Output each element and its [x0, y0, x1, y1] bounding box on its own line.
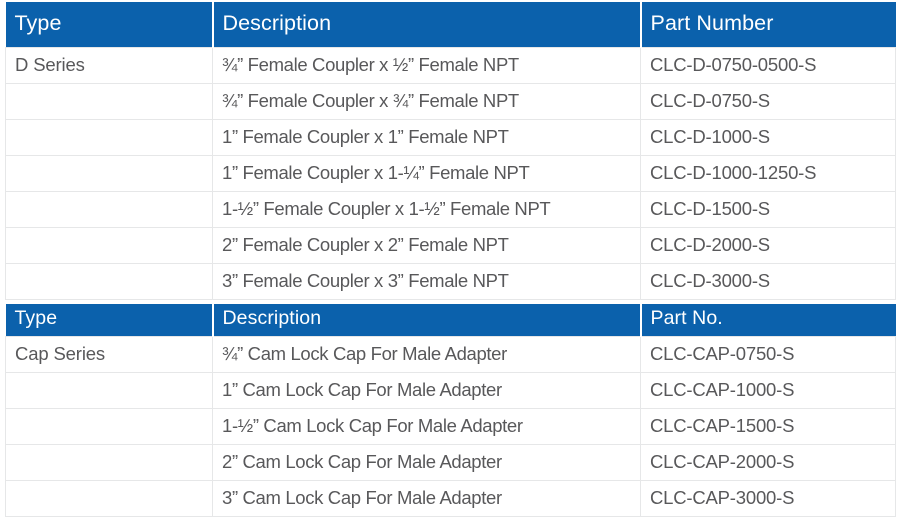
cell-description: 1” Female Coupler x 1-¼” Female NPT: [213, 155, 641, 191]
header-row: Type Description Part Number: [6, 2, 896, 47]
table-row: 2” Cam Lock Cap For Male Adapter CLC-CAP…: [6, 445, 896, 481]
table-row: 1” Female Coupler x 1-¼” Female NPT CLC-…: [6, 155, 896, 191]
table-row: ¾” Female Coupler x ¾” Female NPT CLC-D-…: [6, 83, 896, 119]
d-series-table-body: D Series ¾” Female Coupler x ½” Female N…: [6, 47, 896, 299]
cell-part-number: CLC-D-0750-0500-S: [641, 47, 896, 83]
cap-series-table-header: Type Description Part No.: [6, 304, 896, 337]
column-header-part-no: Part No.: [641, 304, 896, 337]
cap-series-table: Type Description Part No. Cap Series ¾” …: [5, 304, 896, 517]
cell-part-number: CLC-D-2000-S: [641, 227, 896, 263]
cell-type: Cap Series: [6, 337, 213, 373]
cell-part-number: CLC-CAP-2000-S: [641, 445, 896, 481]
cell-part-number: CLC-D-1000-1250-S: [641, 155, 896, 191]
table-row: Cap Series ¾” Cam Lock Cap For Male Adap…: [6, 337, 896, 373]
cell-type: [6, 227, 213, 263]
table-row: D Series ¾” Female Coupler x ½” Female N…: [6, 47, 896, 83]
table-row: 3” Female Coupler x 3” Female NPT CLC-D-…: [6, 263, 896, 299]
cell-type: [6, 119, 213, 155]
d-series-table: Type Description Part Number D Series ¾”…: [5, 2, 896, 300]
cell-type: [6, 409, 213, 445]
d-series-table-header: Type Description Part Number: [6, 2, 896, 47]
cell-type: [6, 83, 213, 119]
cell-description: ¾” Cam Lock Cap For Male Adapter: [213, 337, 641, 373]
cell-part-number: CLC-CAP-3000-S: [641, 481, 896, 517]
table-row: 1” Cam Lock Cap For Male Adapter CLC-CAP…: [6, 373, 896, 409]
cell-description: 2” Female Coupler x 2” Female NPT: [213, 227, 641, 263]
cell-part-number: CLC-D-0750-S: [641, 83, 896, 119]
tables-container: Type Description Part Number D Series ¾”…: [5, 2, 895, 517]
cell-part-number: CLC-CAP-0750-S: [641, 337, 896, 373]
table-row: 1” Female Coupler x 1” Female NPT CLC-D-…: [6, 119, 896, 155]
table-row: 1-½” Cam Lock Cap For Male Adapter CLC-C…: [6, 409, 896, 445]
cell-description: 3” Female Coupler x 3” Female NPT: [213, 263, 641, 299]
column-header-type: Type: [6, 2, 213, 47]
cell-description: ¾” Female Coupler x ¾” Female NPT: [213, 83, 641, 119]
cell-type: [6, 445, 213, 481]
table-row: 2” Female Coupler x 2” Female NPT CLC-D-…: [6, 227, 896, 263]
cell-type: [6, 191, 213, 227]
cell-part-number: CLC-D-3000-S: [641, 263, 896, 299]
cell-description: 1” Female Coupler x 1” Female NPT: [213, 119, 641, 155]
cell-description: 1-½” Female Coupler x 1-½” Female NPT: [213, 191, 641, 227]
cell-type: [6, 373, 213, 409]
cell-type: [6, 263, 213, 299]
cap-series-table-body: Cap Series ¾” Cam Lock Cap For Male Adap…: [6, 337, 896, 517]
cell-part-number: CLC-CAP-1000-S: [641, 373, 896, 409]
cell-description: ¾” Female Coupler x ½” Female NPT: [213, 47, 641, 83]
table-row: 1-½” Female Coupler x 1-½” Female NPT CL…: [6, 191, 896, 227]
cell-type: [6, 155, 213, 191]
cell-description: 1-½” Cam Lock Cap For Male Adapter: [213, 409, 641, 445]
header-row: Type Description Part No.: [6, 304, 896, 337]
column-header-type: Type: [6, 304, 213, 337]
column-header-description: Description: [213, 2, 641, 47]
column-header-part-number: Part Number: [641, 2, 896, 47]
table-row: 3” Cam Lock Cap For Male Adapter CLC-CAP…: [6, 481, 896, 517]
cell-part-number: CLC-D-1000-S: [641, 119, 896, 155]
cell-type: [6, 481, 213, 517]
cell-description: 2” Cam Lock Cap For Male Adapter: [213, 445, 641, 481]
cell-part-number: CLC-CAP-1500-S: [641, 409, 896, 445]
cell-part-number: CLC-D-1500-S: [641, 191, 896, 227]
cell-description: 1” Cam Lock Cap For Male Adapter: [213, 373, 641, 409]
column-header-description: Description: [213, 304, 641, 337]
cell-type: D Series: [6, 47, 213, 83]
cell-description: 3” Cam Lock Cap For Male Adapter: [213, 481, 641, 517]
